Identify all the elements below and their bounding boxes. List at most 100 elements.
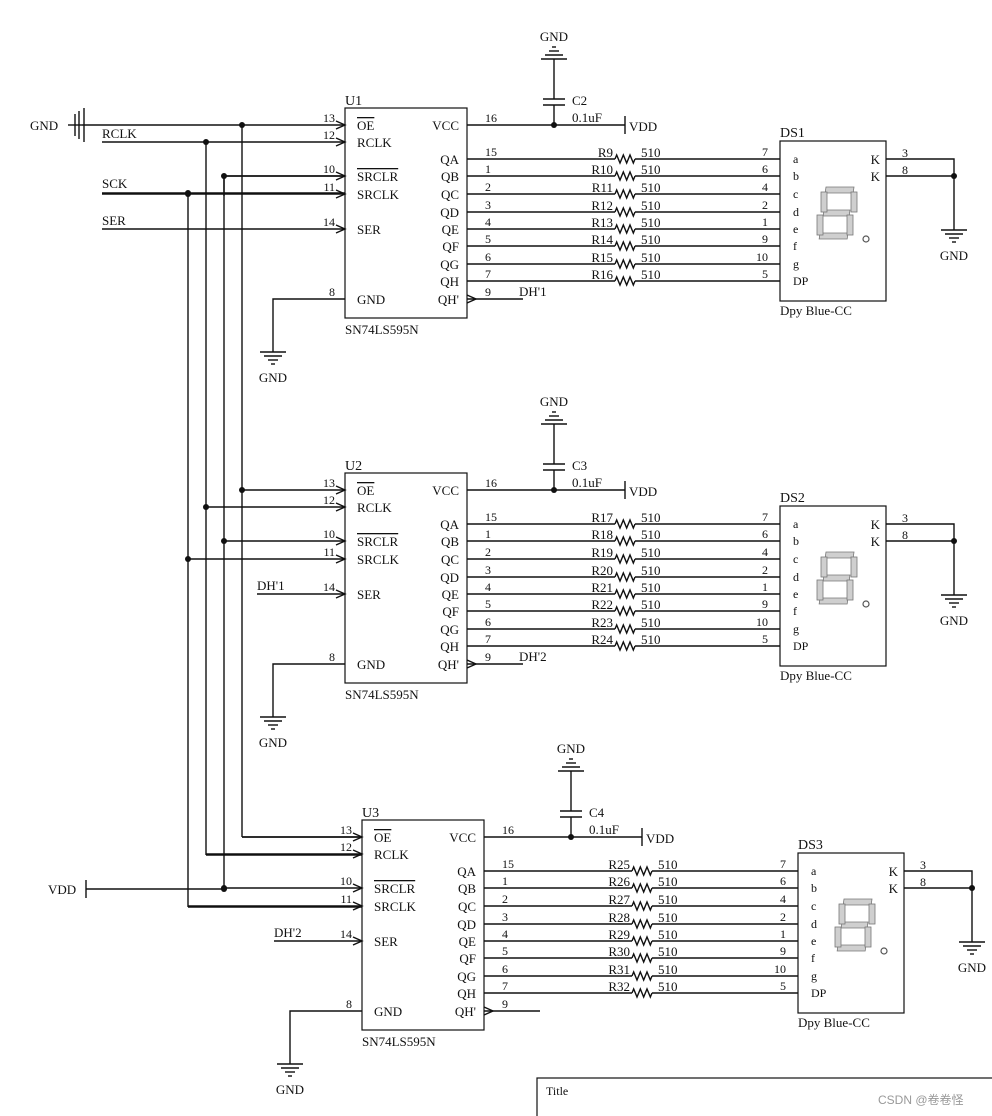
pin-name: QA: [440, 517, 459, 532]
resistor-zigzag: [614, 275, 636, 287]
pin-name: QH': [438, 292, 459, 307]
pin-number: 3: [485, 563, 491, 577]
resistor-zigzag: [614, 518, 636, 530]
resistor-zigzag: [631, 970, 653, 982]
resistor-reference: R14: [591, 232, 613, 247]
pin-number: 15: [485, 510, 497, 524]
display-pin-name: K: [871, 534, 881, 549]
pin-number: 2: [485, 545, 491, 559]
pin-name: RCLK: [357, 500, 392, 515]
capacitor-value: 0.1uF: [572, 475, 602, 490]
resistor-zigzag: [631, 865, 653, 877]
junction-dot: [221, 886, 227, 892]
resistor-reference: R24: [591, 632, 613, 647]
ground-wire: [904, 870, 973, 942]
resistor-value: 510: [641, 510, 661, 525]
pin-number: 9: [485, 650, 491, 664]
display-pin-name: c: [793, 552, 798, 566]
junction-dot: [951, 173, 957, 179]
chip-part-number: SN74LS595N: [345, 687, 419, 702]
ground-wire: [886, 158, 955, 230]
resistor-value: 510: [641, 162, 661, 177]
pin-number: 5: [485, 232, 491, 246]
display-pin-name: a: [793, 152, 799, 166]
display-pin-number: 6: [762, 527, 768, 541]
serial-out-label: DH'2: [519, 649, 547, 664]
pin-number: 4: [502, 927, 508, 941]
gnd-label: GND: [276, 1082, 304, 1097]
display-pin-name: f: [793, 239, 797, 253]
display-pin-number: 1: [780, 927, 786, 941]
pin-number: 6: [485, 250, 491, 264]
vdd-label: VDD: [646, 831, 674, 846]
pin-name: QC: [458, 899, 476, 914]
ground-symbol: [941, 229, 967, 243]
resistor-value: 510: [658, 962, 678, 977]
capacitor-reference: C4: [589, 805, 605, 820]
display-pin-number: 10: [756, 250, 768, 264]
pin-name: QH': [438, 657, 459, 672]
resistor-zigzag: [631, 900, 653, 912]
pin-name: QE: [442, 587, 459, 602]
display-pin-number: 10: [756, 615, 768, 629]
chip-ground-wire: [289, 1010, 362, 1064]
control-bus: [185, 125, 362, 908]
pin-number: 4: [485, 580, 491, 594]
chip-ground-wire: [272, 663, 345, 717]
resistor-value: 510: [641, 597, 661, 612]
resistor-value: 510: [641, 198, 661, 213]
ser-net-label: DH'2: [274, 925, 302, 940]
pin-number: 8: [329, 285, 335, 299]
pin-name: SER: [357, 222, 381, 237]
pin-number: 9: [485, 285, 491, 299]
chip-part-number: SN74LS595N: [345, 322, 419, 337]
resistor-reference: R20: [591, 563, 613, 578]
pin-number: 2: [502, 892, 508, 906]
resistor-value: 510: [641, 563, 661, 578]
gnd-label: GND: [958, 960, 986, 975]
display-pin-number: 5: [762, 267, 768, 281]
capacitor-reference: C3: [572, 458, 587, 473]
display-pin-name: g: [793, 622, 799, 636]
pin-number: 13: [323, 111, 335, 125]
shift-register-chip: [361, 819, 485, 1031]
pin-name: SRCLR: [357, 534, 399, 549]
display-pin-number: 3: [920, 858, 926, 872]
display-pin-number: 7: [762, 510, 768, 524]
resistor-zigzag: [614, 571, 636, 583]
chip-part-number: SN74LS595N: [362, 1034, 436, 1049]
capacitor-reference: C2: [572, 93, 587, 108]
pin-number: 14: [323, 215, 335, 229]
pin-name: QC: [441, 187, 459, 202]
title-label: Title: [546, 1084, 568, 1098]
decoupling-capacitor: [541, 411, 567, 490]
ground-symbol: [541, 46, 567, 60]
pin-name: QD: [440, 205, 459, 220]
resistor-zigzag: [631, 987, 653, 999]
pin-number: 4: [485, 215, 491, 229]
display-pin-name: g: [811, 969, 817, 983]
display-pin-number: 1: [762, 215, 768, 229]
pin-number: 10: [323, 162, 335, 176]
chip-reference: U1: [345, 94, 362, 109]
pin-number: 16: [485, 476, 497, 490]
pin-name: VCC: [432, 118, 459, 133]
pin-number: 14: [323, 580, 335, 594]
pin-number: 3: [485, 198, 491, 212]
gnd-label: GND: [30, 118, 58, 133]
resistor-reference: R17: [591, 510, 613, 525]
resistor-reference: R28: [608, 910, 630, 925]
display-pin-number: 8: [902, 163, 908, 177]
pin-name: SRCLK: [374, 899, 417, 914]
resistor-reference: R13: [591, 215, 613, 230]
resistor-value: 510: [641, 580, 661, 595]
resistor-reference: R25: [608, 857, 630, 872]
display-pin-number: 3: [902, 146, 908, 160]
ground-wire: [886, 523, 955, 595]
pin-name: OE: [374, 830, 391, 845]
decoupling-capacitor: [541, 46, 567, 125]
resistor-value: 510: [641, 145, 661, 160]
pin-name: QD: [440, 570, 459, 585]
display-pin-name: c: [811, 899, 816, 913]
srclr-vdd: VDD: [48, 880, 227, 898]
